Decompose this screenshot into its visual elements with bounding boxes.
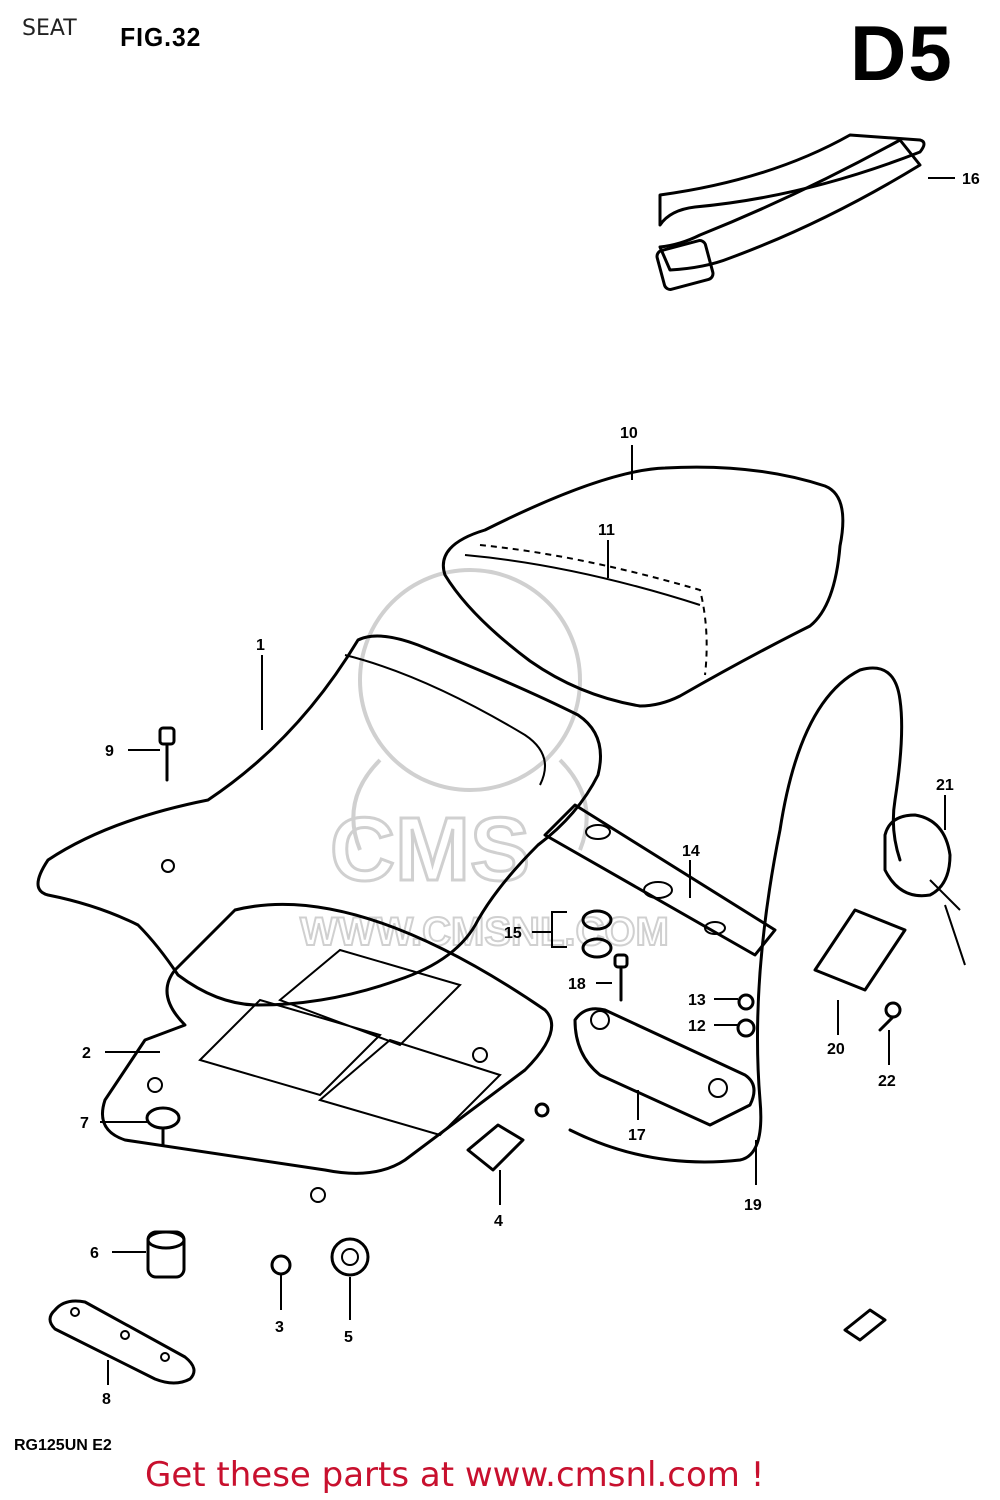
part-4-clip[interactable] bbox=[466, 1123, 525, 1172]
cmsnl-watermark: CMS WWW.CMSNL.COM bbox=[299, 568, 670, 955]
part-3-nut[interactable] bbox=[270, 1254, 292, 1276]
part-8-bracket[interactable] bbox=[48, 1299, 196, 1385]
callout-12: 12 bbox=[688, 1018, 706, 1035]
callout-11: 11 bbox=[598, 522, 615, 539]
part-1-main-seat[interactable] bbox=[36, 634, 602, 1007]
callout-14: 14 bbox=[682, 843, 700, 860]
callout-7: 7 bbox=[80, 1115, 89, 1132]
callout-13: 13 bbox=[688, 992, 706, 1009]
leader-lines bbox=[100, 177, 955, 1385]
part-12-nut[interactable] bbox=[736, 1018, 756, 1038]
part-21-seat-lock[interactable] bbox=[883, 813, 966, 966]
part-18-bolt[interactable] bbox=[613, 953, 629, 1002]
part-9-bolt[interactable] bbox=[158, 726, 176, 782]
callout-10: 10 bbox=[620, 425, 638, 442]
part-14-seat-bracket[interactable] bbox=[543, 803, 777, 957]
callout-17: 17 bbox=[628, 1127, 646, 1144]
diagram-code: D5 bbox=[850, 9, 954, 97]
callout-9: 9 bbox=[105, 743, 114, 760]
part-2-seat-base[interactable] bbox=[101, 902, 554, 1203]
svg-text:CMS: CMS bbox=[330, 800, 530, 900]
footer-promo-text: Get these parts at www.cmsnl.com ! bbox=[145, 1455, 765, 1495]
callout-6: 6 bbox=[90, 1245, 99, 1262]
part-19-seat-lock-cable[interactable] bbox=[534, 666, 904, 1164]
part-5-cushion[interactable] bbox=[330, 1237, 370, 1277]
callout-labels: 16 10 11 1 9 21 14 15 18 13 12 2 20 22 7… bbox=[80, 171, 980, 1408]
part-15-cushions[interactable] bbox=[581, 909, 613, 959]
part-22-screw[interactable] bbox=[878, 1001, 902, 1032]
part-13-nut[interactable] bbox=[737, 993, 755, 1011]
callout-22: 22 bbox=[878, 1073, 896, 1090]
part-6-cushion[interactable] bbox=[146, 1230, 186, 1279]
callout-21: 21 bbox=[936, 777, 954, 794]
direction-arrow-icon bbox=[843, 1308, 887, 1342]
callout-5: 5 bbox=[344, 1329, 353, 1346]
model-code: RG125UN E2 bbox=[14, 1437, 112, 1454]
callout-4: 4 bbox=[494, 1213, 503, 1230]
callout-15: 15 bbox=[504, 925, 522, 942]
callout-1: 1 bbox=[256, 637, 265, 654]
callout-19: 19 bbox=[744, 1197, 762, 1214]
part-7-cushion[interactable] bbox=[145, 1106, 181, 1147]
part-16-seat-strap[interactable] bbox=[655, 133, 926, 291]
part-20-lock-bracket[interactable] bbox=[813, 908, 907, 992]
watermark-text: WWW.CMSNL.COM bbox=[300, 910, 669, 954]
figure-number: FIG.32 bbox=[120, 22, 202, 52]
part-10-pillion-seat[interactable] bbox=[442, 465, 845, 708]
callout-18: 18 bbox=[568, 976, 586, 993]
section-title: SEAT bbox=[22, 16, 77, 41]
callout-20: 20 bbox=[827, 1041, 845, 1058]
callout-16: 16 bbox=[962, 171, 980, 188]
callout-3: 3 bbox=[275, 1319, 284, 1336]
callout-8: 8 bbox=[102, 1391, 111, 1408]
callout-2: 2 bbox=[82, 1045, 91, 1062]
part-17-lock-bracket[interactable] bbox=[573, 1007, 756, 1127]
